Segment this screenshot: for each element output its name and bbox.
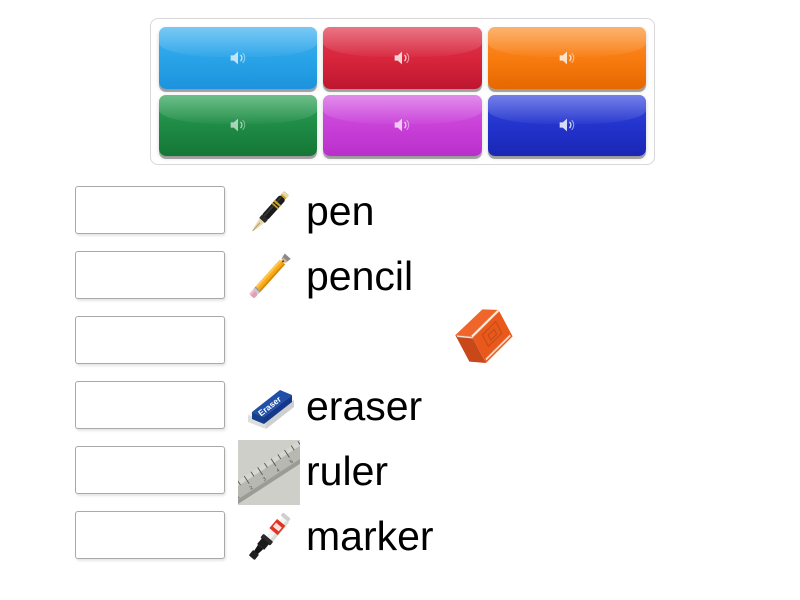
notebook-drag-item[interactable] xyxy=(441,295,528,382)
speaker-icon xyxy=(556,47,578,69)
svg-text:1: 1 xyxy=(238,494,241,501)
item-label-eraser: eraser xyxy=(306,383,423,429)
drop-target-1[interactable] xyxy=(75,186,225,234)
audio-button-1[interactable] xyxy=(159,27,318,89)
audio-button-4[interactable] xyxy=(159,94,318,156)
answer-row: pen xyxy=(0,180,800,245)
audio-button-5[interactable] xyxy=(323,94,482,156)
answer-row: marker xyxy=(0,505,800,570)
answer-row: Eraser eraser xyxy=(0,375,800,440)
svg-text:5: 5 xyxy=(289,459,295,466)
svg-text:4: 4 xyxy=(275,467,281,474)
drop-target-4[interactable] xyxy=(75,381,225,429)
item-label-pen: pen xyxy=(306,188,375,234)
audio-button-2[interactable] xyxy=(323,27,482,89)
ruler-icon: 1 2 3 4 5 6 xyxy=(238,440,300,505)
audio-button-3[interactable] xyxy=(487,27,646,89)
speaker-icon xyxy=(391,114,413,136)
item-label-marker: marker xyxy=(306,513,434,559)
audio-buttons-panel xyxy=(150,18,655,165)
answer-row: 1 2 3 4 5 6 ruler xyxy=(0,440,800,505)
eraser-icon: Eraser xyxy=(238,375,300,440)
speaker-icon xyxy=(556,114,578,136)
marker-icon xyxy=(238,505,300,570)
drop-target-2[interactable] xyxy=(75,251,225,299)
item-label-ruler: ruler xyxy=(306,448,389,494)
drop-target-5[interactable] xyxy=(75,446,225,494)
drop-target-3[interactable] xyxy=(75,316,225,364)
answer-row: pencil xyxy=(0,245,800,310)
speaker-icon xyxy=(227,114,249,136)
speaker-icon xyxy=(227,47,249,69)
speaker-icon xyxy=(391,47,413,69)
drop-target-6[interactable] xyxy=(75,511,225,559)
answer-row xyxy=(0,310,800,375)
item-label-pencil: pencil xyxy=(306,253,414,299)
audio-button-6[interactable] xyxy=(487,94,646,156)
svg-text:2: 2 xyxy=(249,485,255,492)
answer-rows-list: pen xyxy=(0,180,800,570)
pen-icon xyxy=(238,180,300,245)
svg-text:3: 3 xyxy=(262,476,268,483)
pencil-icon xyxy=(238,245,300,310)
